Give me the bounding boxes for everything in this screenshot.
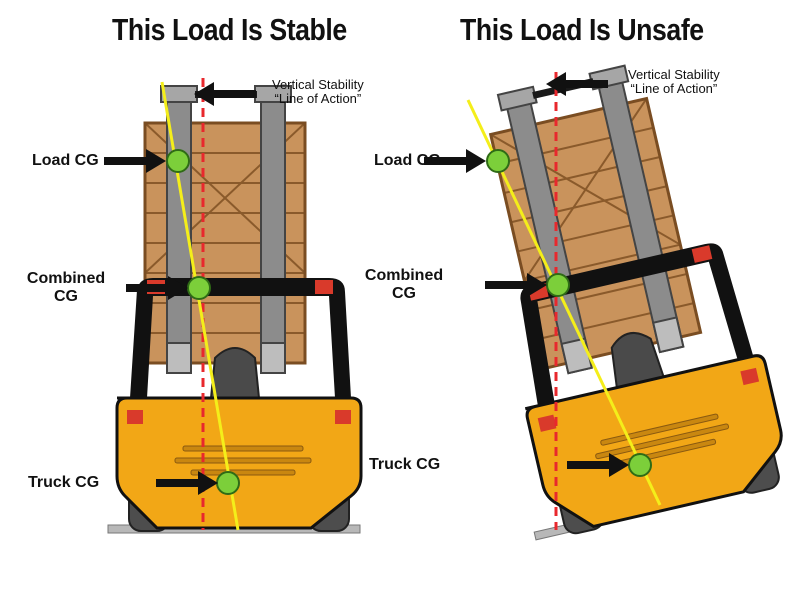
unsafe-truck-cg-dot <box>628 453 652 477</box>
unsafe-title: This Load Is Unsafe <box>460 12 704 47</box>
unsafe-load-cg-label: Load CG <box>374 152 441 169</box>
unsafe-combined-cg-dot <box>546 273 570 297</box>
stable-load-cg-dot <box>166 149 190 173</box>
stable-combined-cg-label: Combined CG <box>20 270 112 306</box>
stable-load-cg-label: Load CG <box>32 152 99 169</box>
stable-truck-cg-dot <box>216 471 240 495</box>
stable-line-of-action-note: Vertical Stability “Line of Action” <box>272 78 364 106</box>
unsafe-truck-cg-label: Truck CG <box>369 456 441 473</box>
stable-combined-line-2: CG <box>54 288 78 305</box>
unsafe-load-cg-dot <box>486 149 510 173</box>
stable-note-line-1: Vertical Stability <box>272 77 364 92</box>
unsafe-line-of-action-note: Vertical Stability “Line of Action” <box>628 68 720 96</box>
stable-note-line-2: “Line of Action” <box>274 91 362 106</box>
stable-truck-cg-label: Truck CG <box>28 474 100 491</box>
stable-combined-line-1: Combined <box>26 270 106 287</box>
unsafe-forklift <box>424 48 795 541</box>
unsafe-combined-cg-label: Combined CG <box>358 267 450 303</box>
stable-forklift <box>104 78 363 534</box>
stable-combined-cg-dot <box>187 276 211 300</box>
unsafe-note-line-2: “Line of Action” <box>630 81 718 96</box>
stable-title: This Load Is Stable <box>112 12 347 47</box>
unsafe-combined-line-1: Combined <box>364 267 444 284</box>
unsafe-combined-line-2: CG <box>392 285 416 302</box>
unsafe-note-line-1: Vertical Stability <box>628 67 720 82</box>
